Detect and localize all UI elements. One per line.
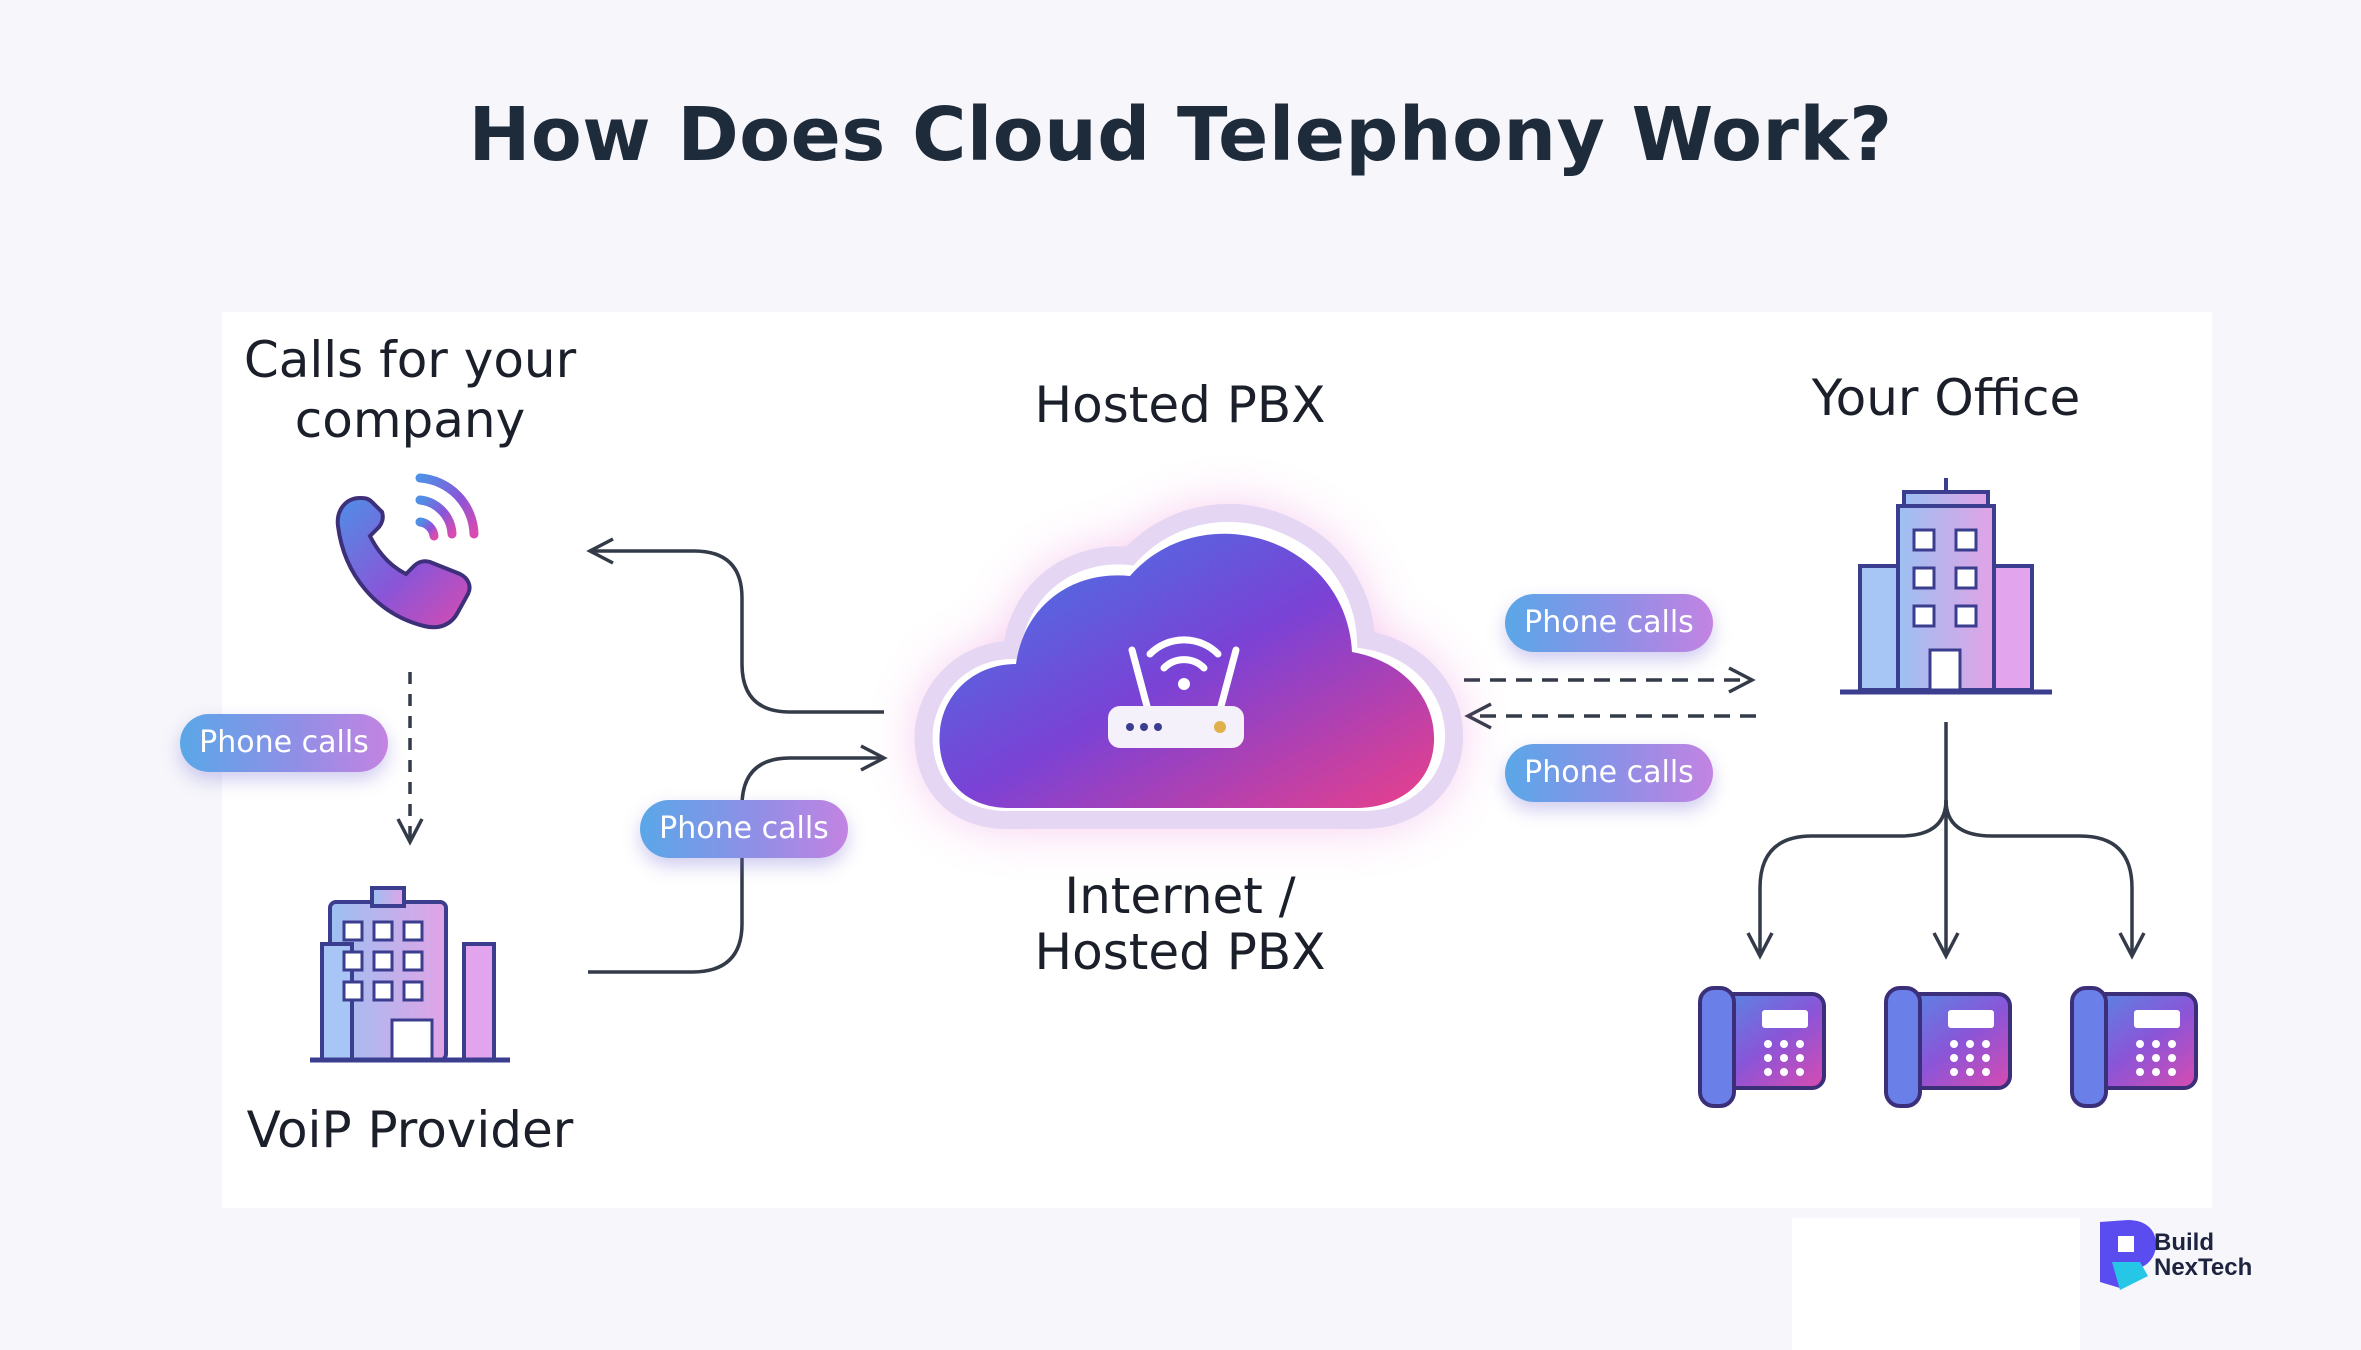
- arrow-office-to-phone-right: [1944, 799, 2146, 960]
- brand-line-2: NexTech: [2154, 1254, 2253, 1281]
- desk-phone-icon-left: [1698, 986, 1826, 1108]
- buildnextech-logo-icon: [2100, 1220, 2156, 1290]
- arrow-cloud-to-calls: [586, 537, 884, 714]
- phone-calls-pill-middle: Phone calls: [640, 800, 848, 858]
- phone-call-icon: [335, 473, 479, 630]
- hosted-pbx-label: Hosted PBX: [1034, 376, 1326, 434]
- your-office-label: Your Office: [1811, 369, 2081, 427]
- cloud-icon: [914, 503, 1464, 829]
- calls-label: Calls for your company: [243, 331, 577, 449]
- phone-calls-pill-left: Phone calls: [180, 714, 388, 772]
- connectors: [396, 537, 2146, 974]
- page-title: How Does Cloud Telephony Work?: [468, 92, 1893, 178]
- arrow-office-to-phone-left: [1746, 799, 1948, 960]
- office-building-icon: [1840, 478, 2052, 695]
- arrow-voip-to-cloud: [588, 744, 888, 974]
- desk-phone-icon-center: [1884, 986, 2012, 1108]
- brand-line-1: Build: [2154, 1229, 2214, 1256]
- phone-calls-pill-right-top: Phone calls: [1505, 594, 1713, 652]
- router-icon: [1108, 636, 1244, 748]
- cloud-caption-label: Internet / Hosted PBX: [1034, 867, 1326, 981]
- desk-phone-icon-right: [2070, 986, 2198, 1108]
- watermark-area: [1792, 1218, 2080, 1350]
- brand-wordmark: Build NexTech: [2154, 1230, 2252, 1280]
- phone-calls-pill-right-bottom: Phone calls: [1505, 744, 1713, 802]
- voip-building-icon: [310, 886, 510, 1063]
- voip-provider-label: VoiP Provider: [246, 1101, 574, 1159]
